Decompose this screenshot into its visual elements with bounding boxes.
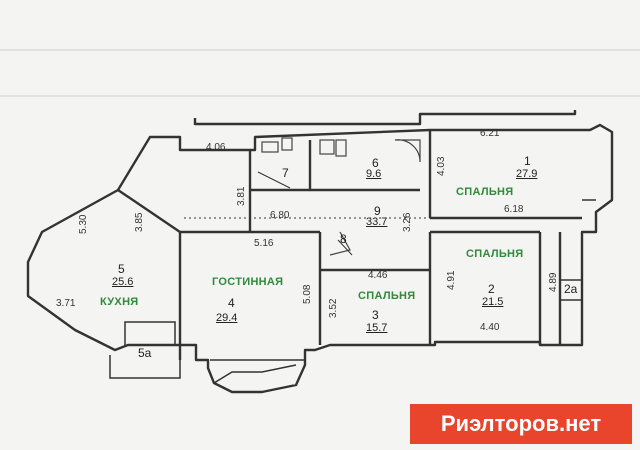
dimension-label: 6.80: [270, 210, 290, 221]
dimension-label: 5.08: [302, 284, 313, 304]
room-number-2: 2: [488, 282, 495, 296]
room-name-bedroom-2: СПАЛЬНЯ: [466, 248, 524, 260]
room-number-8: 8: [340, 232, 347, 246]
room-number-7: 7: [282, 166, 289, 180]
room-number-5a: 5a: [138, 346, 152, 360]
dimension-label: 4.40: [480, 322, 500, 333]
room-area-4: 29.4: [216, 312, 238, 324]
room-number-4: 4: [228, 296, 235, 310]
room-name-bedroom-1: СПАЛЬНЯ: [456, 186, 514, 198]
room-name-kitchen: КУХНЯ: [100, 296, 139, 308]
room-number-9: 9: [374, 204, 381, 218]
dimension-label: 5.30: [78, 214, 89, 234]
room-number-3: 3: [372, 308, 379, 322]
dimension-label: 3.81: [236, 186, 247, 206]
dimension-label: 3.85: [134, 212, 145, 232]
room-number-6: 6: [372, 156, 379, 170]
room-name-bedroom-3: СПАЛЬНЯ: [358, 290, 416, 302]
dimension-label: 4.03: [436, 156, 447, 176]
room-name-living: ГОСТИННАЯ: [212, 276, 284, 288]
room-area-1: 27.9: [516, 168, 538, 180]
dimension-label: 6.18: [504, 204, 524, 215]
room-number-5: 5: [118, 262, 125, 276]
dimension-label: 4.89: [548, 272, 559, 292]
watermark-logo: Риэлторов.нет: [410, 404, 632, 444]
room-number-2a: 2a: [564, 282, 578, 296]
dimension-label: 6.21: [480, 128, 500, 139]
dimension-label: 3.52: [328, 298, 339, 318]
room-area-3: 15.7: [366, 322, 388, 334]
dimension-label: 4.46: [368, 270, 388, 281]
room-area-2: 21.5: [482, 296, 504, 308]
dimension-label: 5.16: [254, 238, 274, 249]
dimension-label: 3.71: [56, 298, 76, 309]
dimension-label: 4.91: [446, 270, 457, 290]
room-number-1: 1: [524, 154, 531, 168]
room-area-6: 9.6: [366, 168, 382, 180]
room-area-9: 33.7: [366, 216, 388, 228]
room-area-5: 25.6: [112, 276, 134, 288]
dimension-label: 3.26: [402, 212, 413, 232]
dimension-label: 4.06: [206, 142, 226, 153]
